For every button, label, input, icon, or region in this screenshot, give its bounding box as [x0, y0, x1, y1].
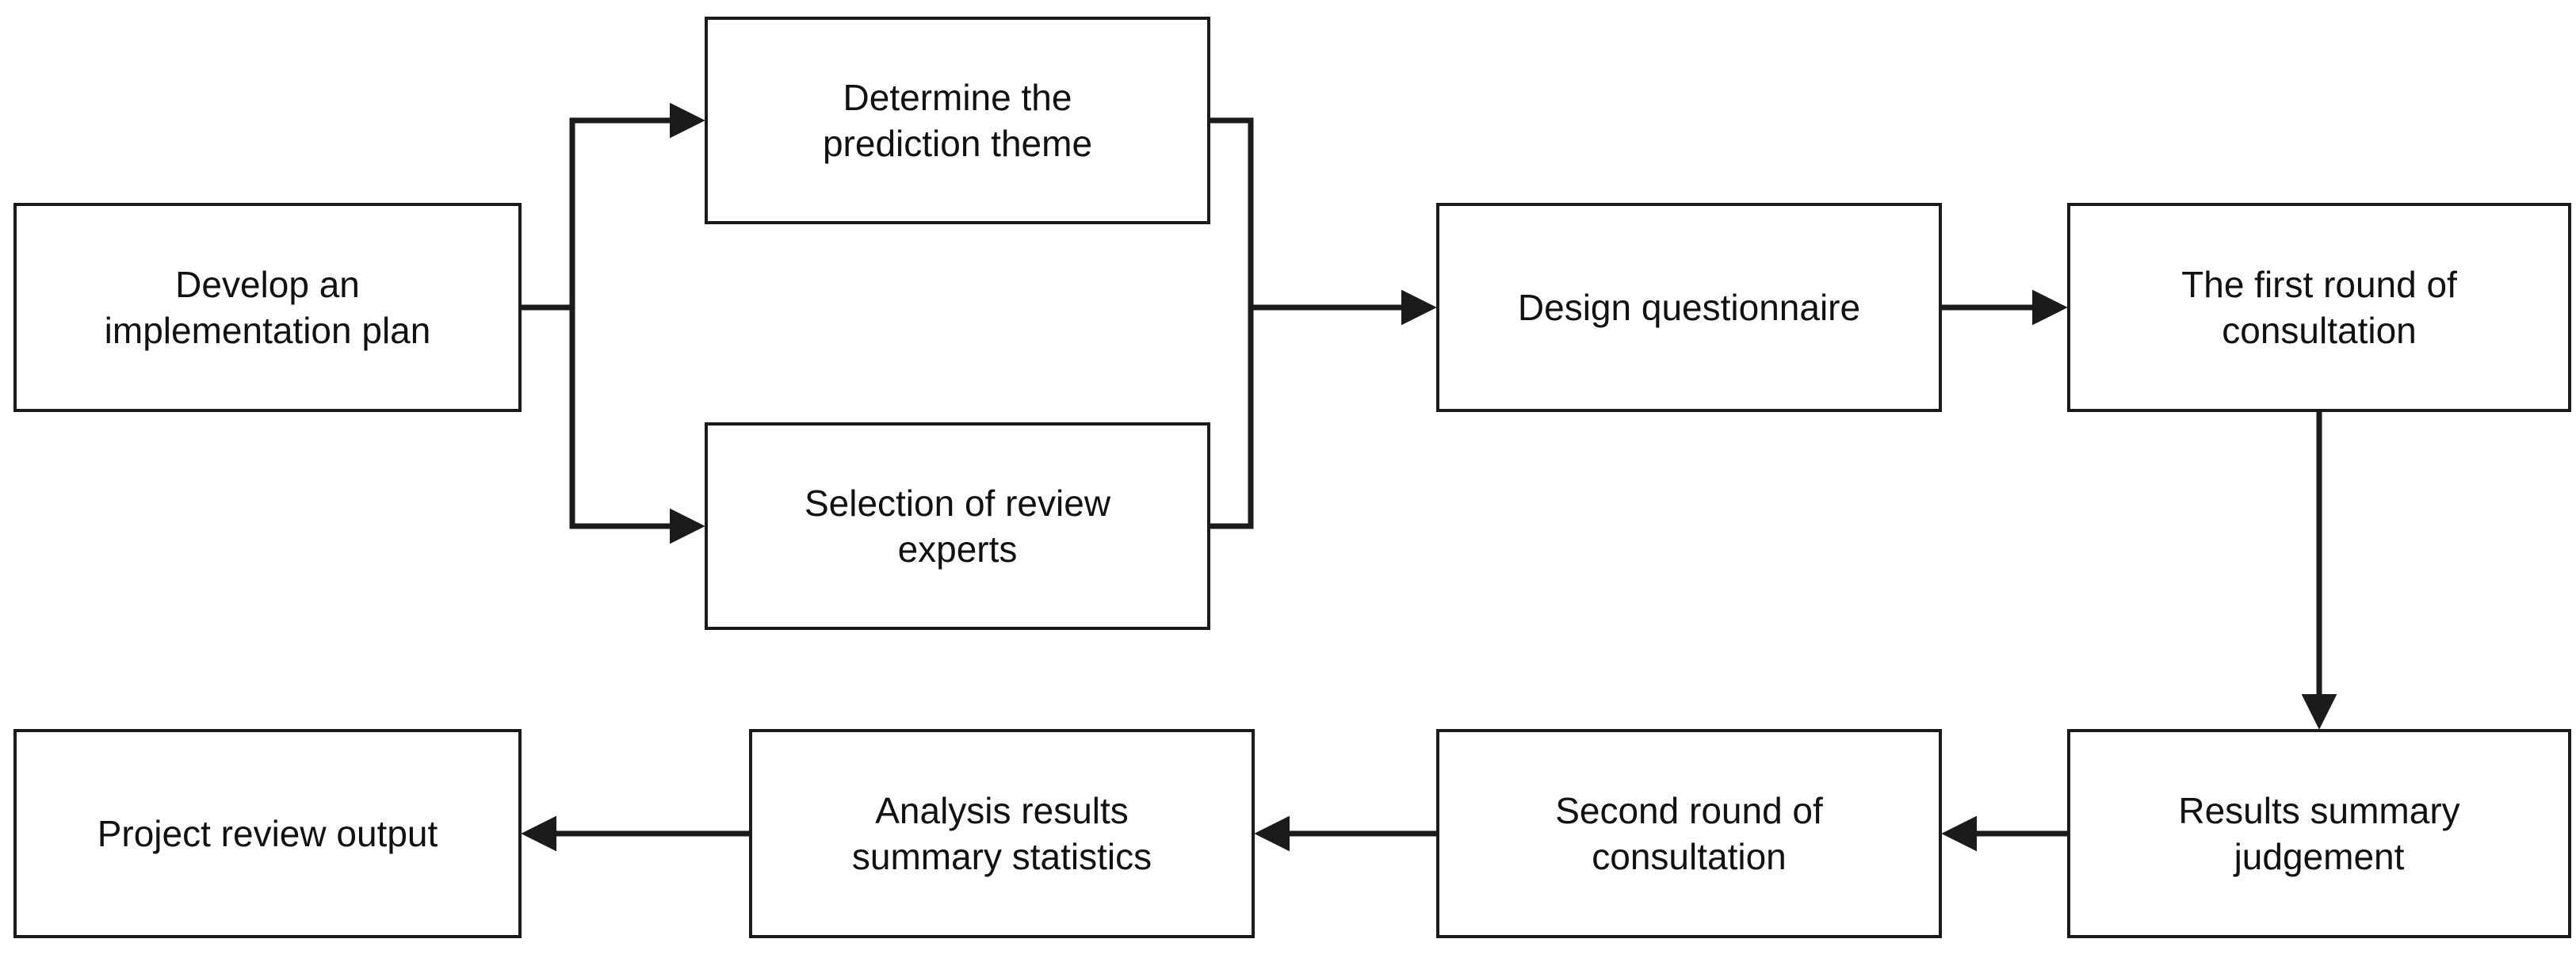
flow-box-develop-plan: Develop an implementation plan	[13, 203, 522, 412]
flow-box-label-line: Project review output	[97, 813, 438, 854]
flow-box-label-line: Selection of review	[804, 483, 1111, 524]
flow-box-label-line: Develop an	[175, 264, 360, 305]
flow-box-label-line: implementation plan	[104, 310, 431, 351]
connector-branch-to-determine	[569, 102, 705, 307]
flow-box-label-line: Analysis results	[875, 790, 1129, 831]
connector-determine-to-merge	[1210, 117, 1254, 311]
flow-box-determine-theme: Determine the prediction theme	[705, 17, 1210, 224]
connector-experts-to-merge	[1210, 304, 1254, 529]
flow-box-label-line: Results summary	[2178, 790, 2460, 831]
flow-box-label-line: consultation	[2222, 310, 2417, 351]
flow-box-second-round: Second round of consultation	[1436, 729, 1942, 938]
flow-box-label-line: Determine the	[843, 77, 1072, 118]
connector-branch-to-experts	[569, 307, 705, 544]
flow-box-label-line: Design questionnaire	[1517, 287, 1861, 328]
flow-box-label-line: The first round of	[2181, 264, 2457, 305]
flow-box-first-round: The first round of consultation	[2067, 203, 2571, 412]
flow-box-analysis-statistics: Analysis results summary statistics	[749, 729, 1255, 938]
flow-box-results-summary: Results summary judgement	[2067, 729, 2571, 938]
flow-box-label-line: prediction theme	[822, 123, 1093, 164]
flow-box-project-output: Project review output	[13, 729, 522, 938]
flow-box-design-questionnaire: Design questionnaire	[1436, 203, 1942, 412]
flow-box-label-line: experts	[897, 529, 1018, 570]
flow-box-label-line: judgement	[2234, 836, 2405, 877]
flow-box-label-line: Second round of	[1555, 790, 1823, 831]
flow-box-select-experts: Selection of review experts	[705, 422, 1210, 630]
flow-box-label-line: summary statistics	[851, 836, 1152, 877]
flow-box-label-line: consultation	[1592, 836, 1787, 877]
